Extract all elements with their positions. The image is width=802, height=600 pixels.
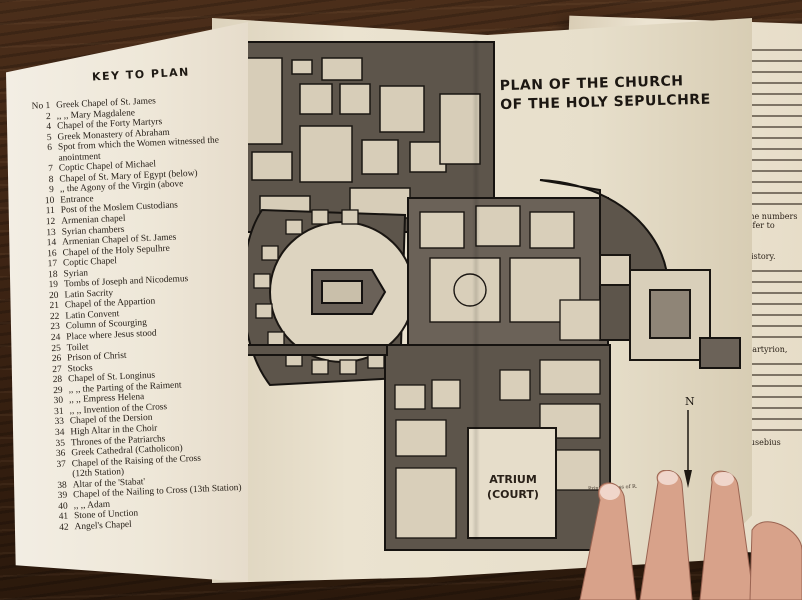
- book-heading-history: History.: [744, 252, 776, 261]
- key-item-number: 42: [59, 522, 69, 533]
- sheet-crease: [472, 40, 480, 540]
- atrium-court: [467, 427, 557, 539]
- book-word-eusebius: Eusebius: [744, 438, 781, 447]
- atrium-line2: (COURT): [487, 488, 539, 501]
- atrium-label: ATRIUM (COURT): [478, 472, 548, 502]
- north-label: N: [685, 395, 695, 408]
- book-word-martyrion: Martyrion,: [744, 345, 788, 354]
- book-note: The numbers refer to: [744, 212, 798, 230]
- hand: [579, 470, 802, 600]
- plan-title: PLAN OF THE CHURCH OF THE HOLY SEPULCHRE: [500, 71, 741, 115]
- key-panel: [6, 22, 248, 582]
- book-text-column: The numbers refer to History. Martyrion,…: [738, 40, 802, 540]
- atrium-line1: ATRIUM: [489, 473, 537, 486]
